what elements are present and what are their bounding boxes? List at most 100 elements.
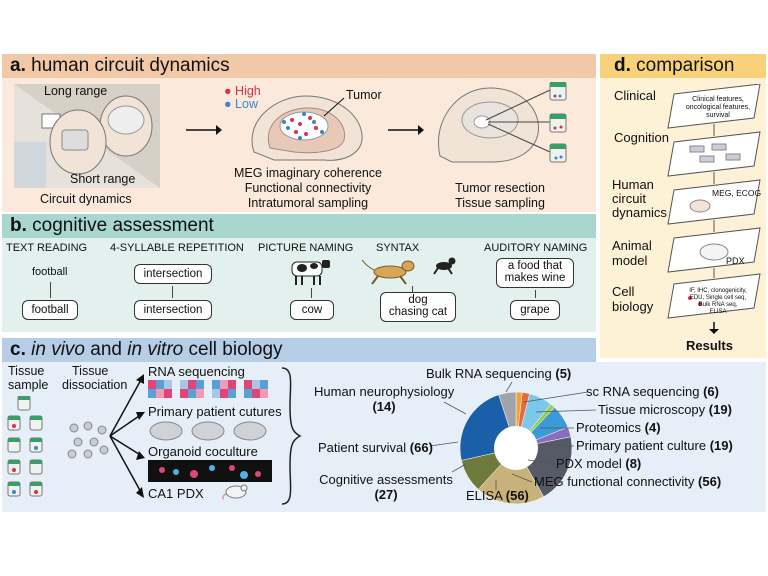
card-line: ELISA <box>709 309 727 315</box>
panel-c-letter: c. <box>10 339 26 360</box>
panel-a-letter: a. <box>10 55 26 76</box>
task-title-picture-naming: PICTURE NAMING <box>258 242 354 254</box>
tissue-sample-label-2: sample <box>8 378 49 392</box>
arrow-down-icon <box>311 288 312 298</box>
arrow-down-icon <box>172 286 173 298</box>
pie-leader-line <box>429 441 459 447</box>
pie-label-count: (56) <box>505 488 529 503</box>
arrow-down-icon <box>412 286 413 292</box>
pie-label-count: (66) <box>409 440 433 455</box>
organoid-image-icon <box>148 460 272 482</box>
task-prompt: football <box>32 266 68 278</box>
task-response: cow <box>290 300 334 320</box>
pie-label-name: sc RNA sequencing <box>586 384 700 399</box>
resection-line-2: Tissue sampling <box>455 196 545 210</box>
arrow-down-icon <box>50 282 51 298</box>
panel-a-header: a. human circuit dynamics <box>2 54 596 78</box>
tissue-dissociation-label-1: Tissue <box>72 364 109 378</box>
task-response-syntax: dog chasing cat <box>380 292 456 322</box>
level-label-line: dynamics <box>612 205 667 220</box>
branch-ca1-pdx: CA1 PDX <box>148 486 204 501</box>
low-dot-icon: ● <box>224 97 232 111</box>
panel-c-in-vivo: in vivo <box>31 339 85 360</box>
circuit-dynamics-label: Circuit dynamics <box>40 192 132 206</box>
panel-d-letter: d. <box>614 55 631 76</box>
pie-label-name: Cognitive assessments <box>319 472 453 487</box>
task-response-line-1: dog <box>408 294 428 306</box>
task-title-text-reading: TEXT READING <box>6 242 88 254</box>
card-line: EDU, Single cell seq, <box>689 295 747 301</box>
task-title-syntax: SYNTAX <box>376 242 420 254</box>
pie-label-count: (19) <box>708 402 732 417</box>
panel-b-letter: b. <box>10 215 27 236</box>
pie-label-name: Proteomics <box>576 420 642 435</box>
meg-line-1: MEG imaginary coherence <box>234 166 382 180</box>
branch-rna-sequencing: RNA sequencing <box>148 364 245 379</box>
level-label-line: circuit <box>612 191 646 206</box>
circuit-dynamics-illustration <box>14 84 160 188</box>
pie-label-proteomics: Proteomics (4) <box>576 420 661 435</box>
pie-leader-line <box>535 409 597 413</box>
level-cell-biology-card: IF, IHC, clonogenicity, EDU, Single cell… <box>676 288 760 316</box>
task-response-line-2: chasing cat <box>388 306 448 318</box>
pie-label-meg-fc: MEG functional connectivity (56) <box>534 474 721 489</box>
legend-low-text: Low <box>235 97 258 111</box>
pie-label-name: MEG functional connectivity <box>534 474 695 489</box>
sample-vials-illustration <box>7 396 43 497</box>
panel-c-in-vitro: in vitro <box>127 339 184 360</box>
cow-icon <box>291 260 330 285</box>
task-response: football <box>22 300 78 320</box>
comparison-layers-illustration <box>667 84 761 319</box>
pie-leader-line <box>537 443 575 447</box>
panel-b-title: cognitive assessment <box>32 215 214 236</box>
task-prompt-auditory: a food that makes wine <box>496 258 574 288</box>
task-title-auditory-naming: AUDITORY NAMING <box>484 242 588 254</box>
panel-c-and: and <box>90 339 122 360</box>
legend-high: ● High <box>224 84 261 98</box>
results-label: Results <box>686 338 733 353</box>
pie-label-count: (27) <box>374 487 398 502</box>
pie-label-count: (4) <box>644 420 661 435</box>
task-prompt-line-2: makes wine <box>504 272 566 284</box>
pie-label-elisa: ELISA (56) <box>466 488 529 503</box>
culture-dishes-icon <box>149 421 267 441</box>
arrow-icon <box>388 125 424 135</box>
card-line: survival <box>706 112 730 119</box>
level-label-line: model <box>612 253 648 268</box>
pie-label-sc-rna: sc RNA sequencing (6) <box>586 384 719 399</box>
pie-label-neurophysiology: Human neurophysiology (14) <box>314 384 454 414</box>
pie-label-bulk-rna: Bulk RNA sequencing (5) <box>426 366 571 381</box>
pie-leader-line <box>443 401 467 415</box>
branch-primary-cultures: Primary patient cutures <box>148 404 282 419</box>
arrow-down-icon <box>709 322 719 334</box>
pie-label-count: (19) <box>709 438 733 453</box>
panel-d-header: d. comparison <box>600 54 766 78</box>
dog-chasing-cat-icon <box>361 257 456 285</box>
dissociated-cells-illustration <box>67 421 109 459</box>
level-label-line: Human <box>612 177 654 192</box>
resection-line-1: Tumor resection <box>455 181 545 195</box>
pie-slice <box>477 447 544 505</box>
level-label-line: Cell <box>612 284 635 299</box>
legend-high-text: High <box>235 84 261 98</box>
pie-label-name: Patient survival <box>318 440 407 455</box>
branch-organoid-coculture: Organoid coculture <box>148 444 258 459</box>
arrow-icon <box>186 125 222 135</box>
pie-center-hole <box>494 426 538 470</box>
pie-chart <box>459 391 573 505</box>
meg-line-2: Functional connectivity <box>244 181 372 195</box>
card-line: IF, IHC, clonogenicity, <box>689 288 747 294</box>
pie-label-primary-culture: Primary patient culture (19) <box>576 438 733 453</box>
task-title-repetition: 4-SYLLABLE REPETITION <box>110 242 244 254</box>
mouse-icon <box>222 484 248 500</box>
level-label-line: biology <box>612 299 654 314</box>
pie-label-count: (6) <box>703 384 719 399</box>
pie-leader-line <box>505 381 513 393</box>
level-clinical-card: Clinical features, oncological features,… <box>680 96 756 120</box>
pie-label-cognitive: Cognitive assessments (27) <box>316 472 456 502</box>
panel-c-header: c. in vivo and in vitro cell biology <box>2 338 596 362</box>
long-range-label: Long range <box>44 84 108 98</box>
task-response: intersection <box>134 300 212 320</box>
tissue-sample-label-1: Tissue <box>8 364 45 378</box>
level-human-circuit: Human circuit dynamics <box>612 178 667 220</box>
